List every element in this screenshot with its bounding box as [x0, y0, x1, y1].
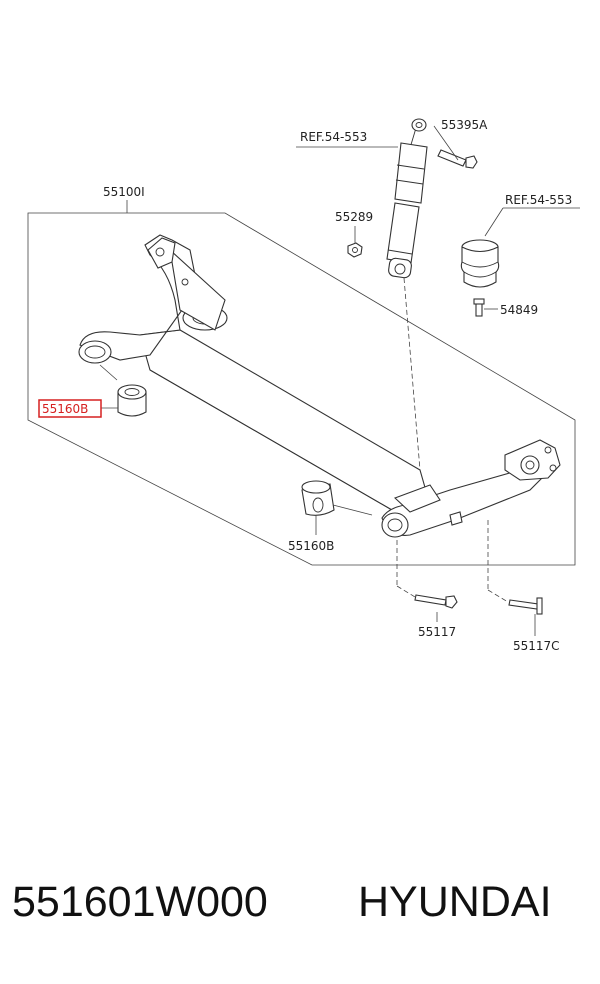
highlight-box — [38, 399, 102, 418]
shock-absorber — [386, 118, 428, 279]
part-number: 551601W000 — [12, 878, 268, 926]
bushing-55160B-right — [301, 480, 373, 535]
bolt-55395A — [433, 125, 478, 169]
label-55395A: 55395A — [441, 118, 488, 132]
label-55100: 55100I — [103, 185, 145, 199]
assembly-outline — [27, 212, 576, 566]
bushing-55160B-left — [99, 364, 147, 417]
label-55160B: 55160B — [288, 539, 334, 553]
torsion-axle — [78, 234, 561, 538]
bump-stopper — [460, 207, 580, 288]
label-54849: 54849 — [500, 303, 538, 317]
label-55289: 55289 — [335, 210, 373, 224]
label-55160B-highlight[interactable]: 55160B — [42, 402, 88, 416]
label-ref-shock: REF.54-553 — [300, 130, 367, 144]
label-ref-bumper: REF.54-553 — [505, 193, 572, 207]
brand-name: HYUNDAI — [358, 878, 552, 926]
footer: 551601W000 HYUNDAI — [0, 878, 600, 948]
nut-55289 — [347, 226, 363, 258]
label-55117: 55117 — [418, 625, 456, 639]
bolt-54849 — [473, 298, 498, 317]
bolt-55117C — [487, 520, 543, 636]
label-55117C: 55117C — [513, 639, 560, 653]
bolt-55117 — [396, 540, 458, 622]
